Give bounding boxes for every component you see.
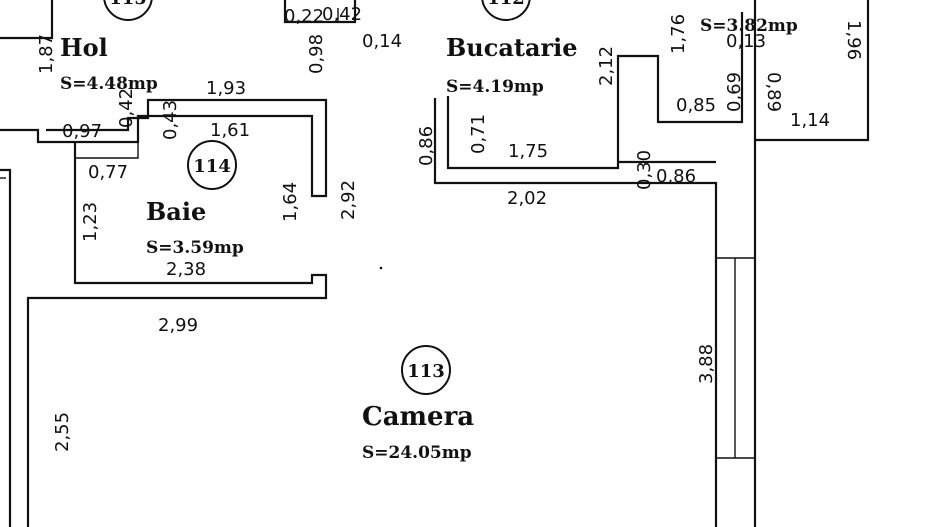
dim-388: 3,88 [696, 344, 717, 384]
dim-042: 0,42 [322, 4, 362, 25]
room-114-circle [187, 140, 237, 190]
room-area-topright: S=3.82mp [700, 16, 798, 36]
wall-hol-bottom [0, 98, 328, 198]
room-115-circle [103, 0, 153, 21]
wall-hol-top-left [0, 0, 54, 40]
dim-014: 0,14 [362, 31, 402, 52]
dim-193: 1,93 [206, 78, 246, 99]
room-112-marker: 112 [481, 0, 531, 21]
dim-299: 2,99 [158, 315, 198, 336]
room-112-circle [481, 0, 531, 21]
dim-292: 2,92 [338, 180, 359, 220]
wall-baie-inner [75, 142, 139, 159]
dim-042b: 0,42 [116, 88, 137, 128]
dim-022: 0,22 [284, 6, 324, 27]
room-115-number: 115 [109, 0, 147, 9]
dim-114: 1,14 [790, 110, 830, 131]
dim-123: 1,23 [80, 202, 101, 242]
dim-077: 0,77 [88, 162, 128, 183]
dim-071: 0,71 [468, 114, 489, 154]
wall-right-room [755, 0, 870, 142]
dim-097: 0,97 [62, 121, 102, 142]
dim-202: 2,02 [507, 188, 547, 209]
dim-098: 0,98 [306, 34, 327, 74]
wall-baie [26, 142, 328, 527]
room-area-hol: S=4.48mp [60, 74, 158, 94]
dim-085: 0,85 [676, 95, 716, 116]
dim-069: 0,69 [724, 72, 745, 112]
dim-086a: 0,86 [416, 126, 437, 166]
dim-030: 0,30 [634, 150, 655, 190]
wall-left-edge [0, 168, 12, 527]
dim-176: 1,76 [668, 14, 689, 54]
dim-212: 2,12 [596, 46, 617, 86]
room-112-number: 112 [487, 0, 525, 9]
dim-086b: 0,86 [656, 166, 696, 187]
walls [0, 0, 870, 527]
room-area-camera: S=24.05mp [362, 443, 472, 463]
dim-013: 0,13 [726, 31, 766, 52]
dim-238: 2,38 [166, 259, 206, 280]
wall-bucatarie [433, 98, 718, 527]
dim-175: 1,75 [508, 141, 548, 162]
room-name-bucatarie: Bucatarie [446, 33, 578, 62]
stray-mark [379, 266, 383, 270]
room-area-bucatarie: S=4.19mp [446, 77, 544, 97]
room-name-baie: Baie [146, 197, 206, 226]
room-name-hol: Hol [60, 33, 108, 62]
room-114-marker: 114 [187, 140, 237, 190]
dim-161: 1,61 [210, 120, 250, 141]
room-113-marker: 113 [401, 345, 451, 395]
wall-bucatarie-inner [446, 12, 744, 170]
room-name-camera: Camera [362, 402, 474, 432]
dim-089: 0,89 [763, 72, 784, 112]
dim-196: 1,96 [843, 20, 864, 60]
room-114-number: 114 [193, 156, 231, 177]
dim-255: 2,55 [52, 412, 73, 452]
dim-187: 1,87 [36, 34, 57, 74]
room-113-number: 113 [407, 361, 445, 382]
room-115-marker: 115 [103, 0, 153, 21]
room-113-circle [401, 345, 451, 395]
room-area-baie: S=3.59mp [146, 238, 244, 258]
dimension-labels: 0,22 0,42 0,14 1,93 0,97 1,61 0,77 2,38 … [36, 4, 864, 452]
dim-043: 0,43 [160, 100, 181, 140]
dim-164: 1,64 [280, 182, 301, 222]
wall-top-stub [283, 0, 357, 24]
